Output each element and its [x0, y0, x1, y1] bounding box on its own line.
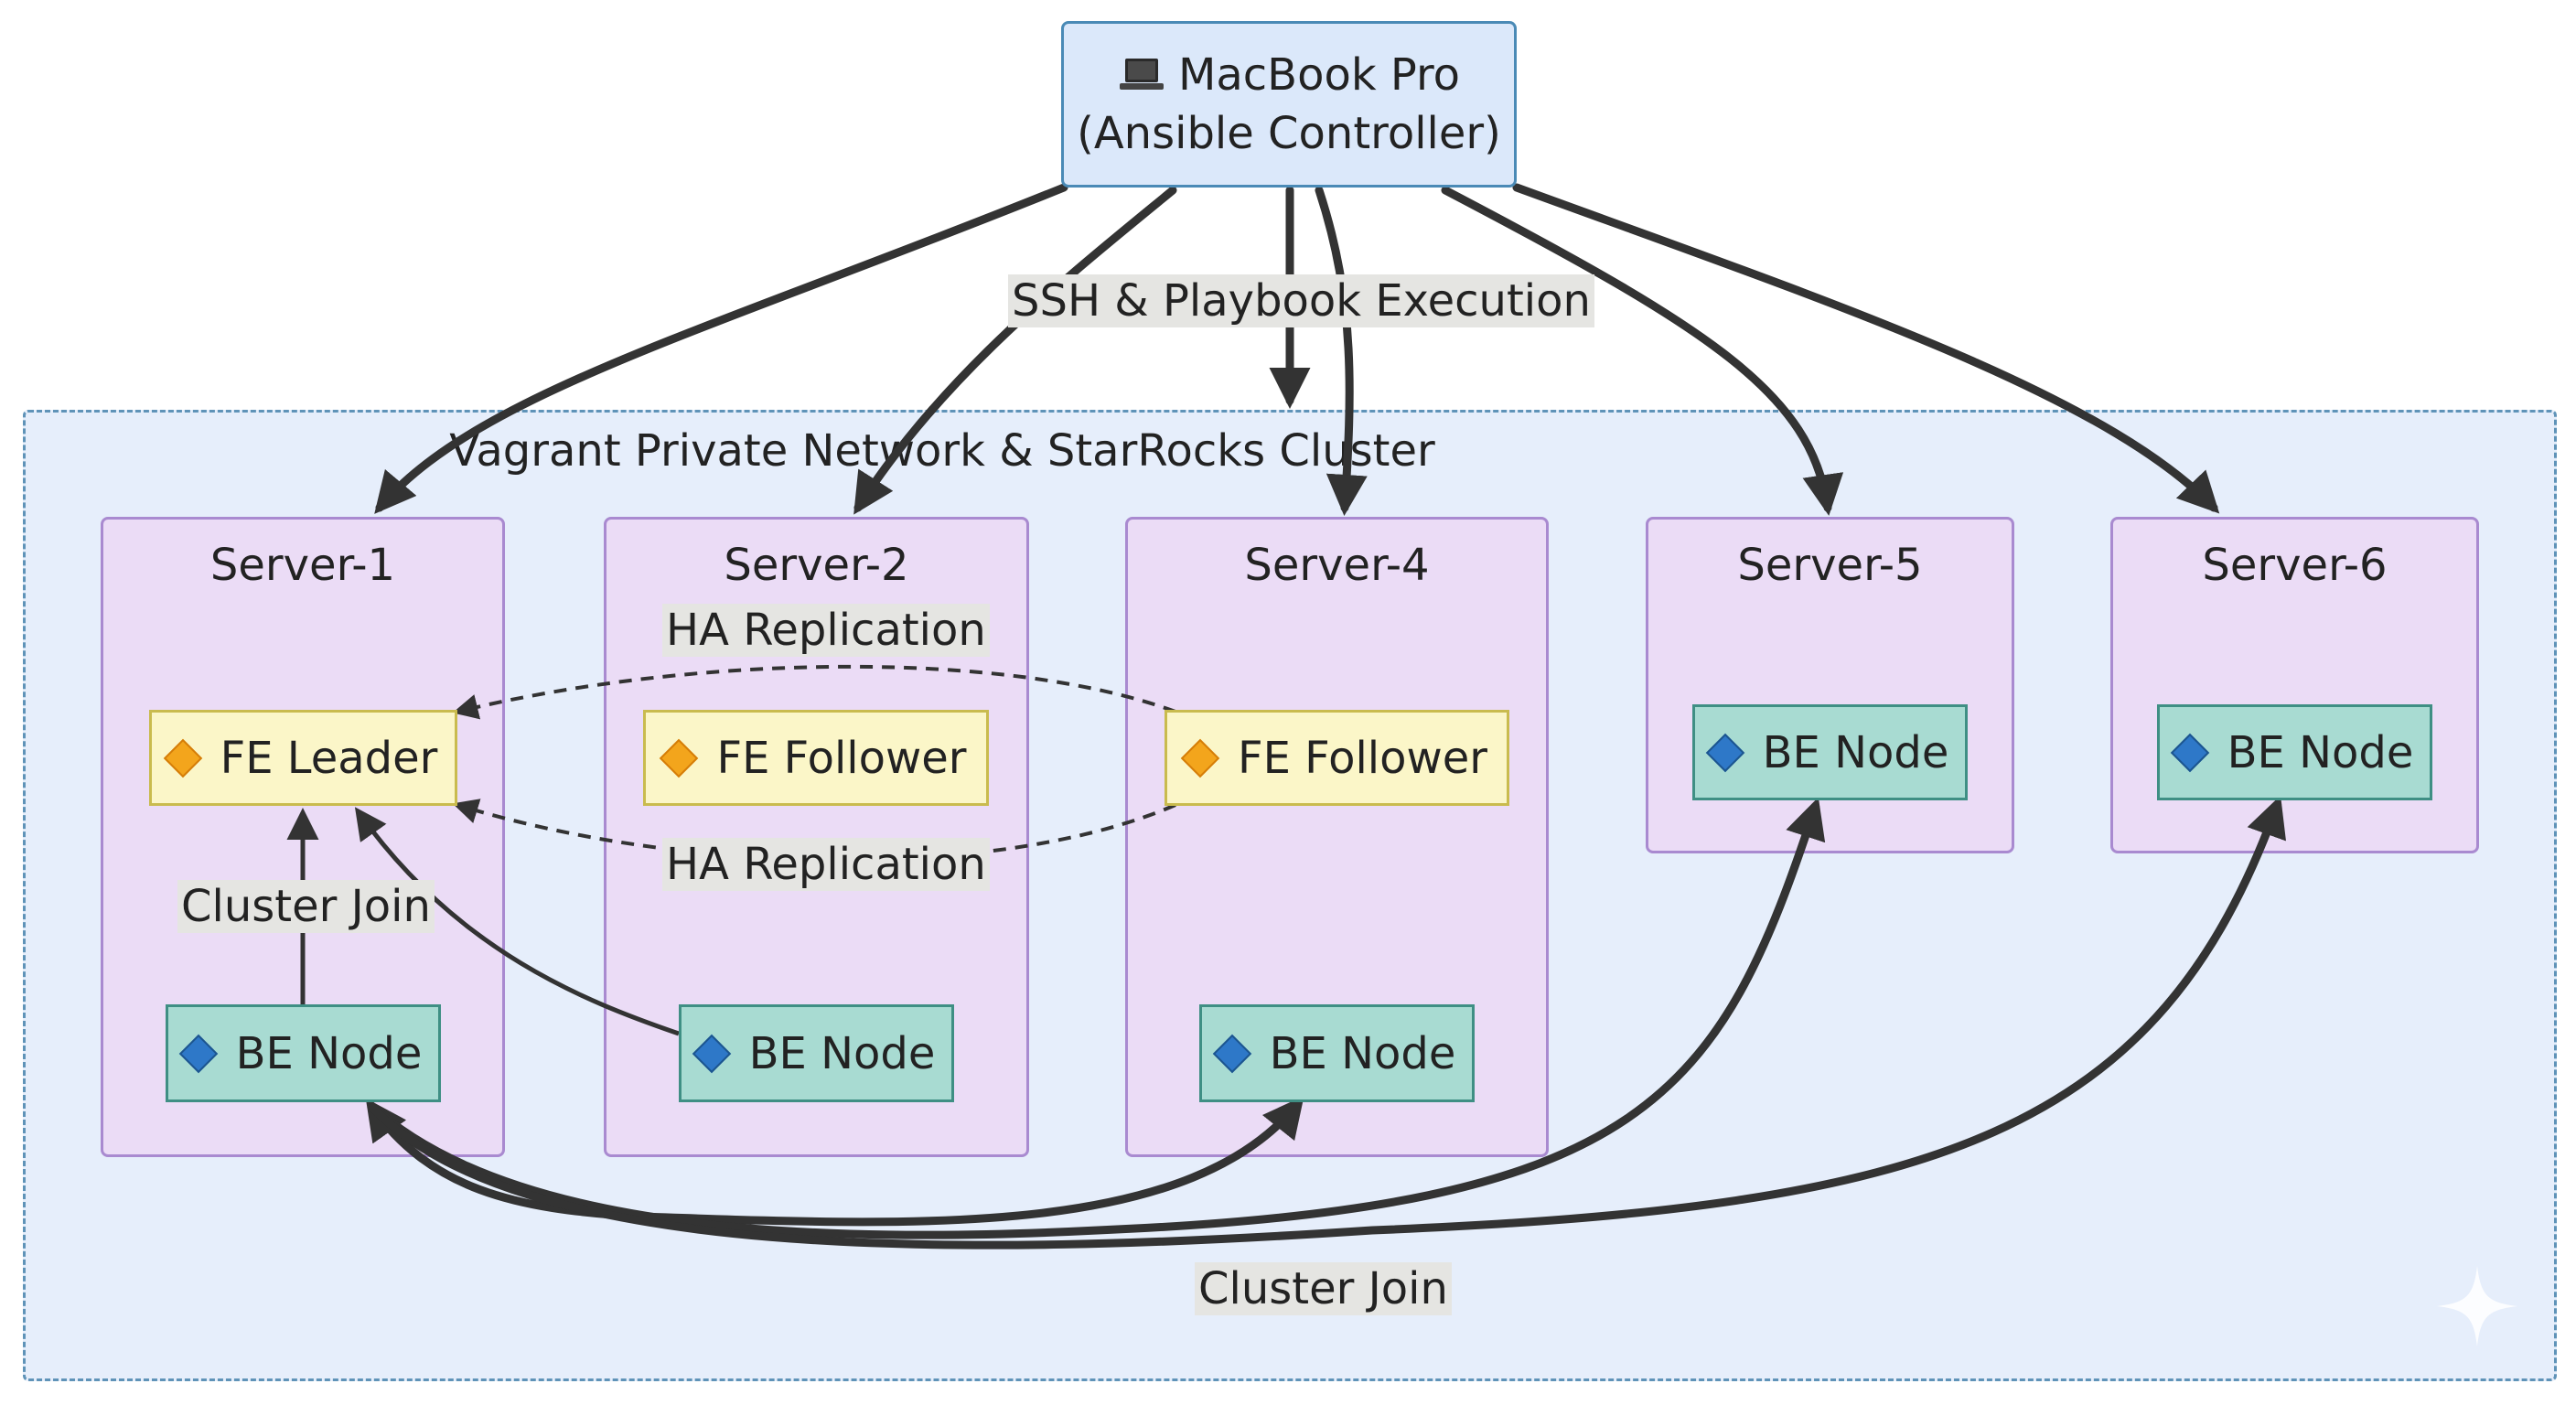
server-1-title: Server-1: [209, 540, 396, 591]
cluster-join-edge-server-6: [367, 795, 2286, 1249]
fe-follower-server-2-node: FE Follower: [643, 710, 989, 806]
cluster-join-edge-server-4: [365, 1095, 1304, 1227]
be-diamond-icon: [178, 1034, 218, 1073]
server-4-title: Server-4: [1244, 540, 1430, 591]
fe-diamond-icon: [163, 738, 202, 778]
be-node-label: BE Node: [2227, 726, 2414, 778]
controller-role: (Ansible Controller): [1077, 108, 1501, 159]
fe-leader-label: FE Leader: [220, 732, 438, 784]
ssh-edge-server-2: [853, 186, 1177, 515]
be-diamond-icon: [692, 1034, 731, 1073]
fe-diamond-icon: [660, 738, 699, 778]
ssh-edge-server-1: [374, 183, 1068, 514]
ha-replication-label-bottom: HA Replication: [662, 838, 990, 891]
be-diamond-icon: [2170, 733, 2209, 772]
controller-name: MacBook Pro: [1177, 49, 1461, 101]
cluster-join-edge-server-5: [367, 797, 1826, 1239]
fe-diamond-icon: [1180, 738, 1220, 778]
be-node-server-2: BE Node: [679, 1004, 954, 1102]
be-node-server-5: BE Node: [1692, 704, 1968, 800]
server-6-title: Server-6: [2202, 540, 2388, 591]
be-node-label: BE Node: [235, 1027, 423, 1079]
sparkle-icon: [2436, 1265, 2518, 1347]
cluster-join-label-local: Cluster Join: [177, 880, 435, 933]
cluster-join-edge-server-2: [354, 807, 680, 1036]
fe-follower-label: FE Follower: [716, 732, 967, 784]
cluster-join-label-bottom: Cluster Join: [1195, 1262, 1452, 1315]
fe-follower-label: FE Follower: [1237, 732, 1488, 784]
be-node-label: BE Node: [748, 1027, 936, 1079]
ssh-edge-server-6: [1512, 183, 2220, 514]
ssh-playbook-label: SSH & Playbook Execution: [1008, 274, 1594, 327]
be-node-label: BE Node: [1269, 1027, 1456, 1079]
be-diamond-icon: [1212, 1034, 1251, 1073]
macbook-controller-node: MacBook Pro (Ansible Controller): [1061, 21, 1517, 188]
cluster-title: Vagrant Private Network & StarRocks Clus…: [449, 425, 1435, 477]
ssh-edge-server-5: [1441, 186, 1844, 516]
be-node-label: BE Node: [1762, 726, 1949, 778]
be-node-server-1: BE Node: [166, 1004, 441, 1102]
server-5-title: Server-5: [1737, 540, 1923, 591]
be-node-server-4: BE Node: [1199, 1004, 1475, 1102]
laptop-icon: [1119, 59, 1164, 90]
server-2-title: Server-2: [724, 540, 909, 591]
ha-replication-edge-top: [452, 664, 1176, 720]
be-node-server-6: BE Node: [2157, 704, 2432, 800]
fe-follower-server-4-node: FE Follower: [1165, 710, 1509, 806]
be-diamond-icon: [1705, 733, 1744, 772]
ha-replication-label-top: HA Replication: [662, 604, 990, 657]
ssh-edge-server-4b: [1315, 186, 1368, 516]
fe-leader-node: FE Leader: [149, 710, 457, 806]
